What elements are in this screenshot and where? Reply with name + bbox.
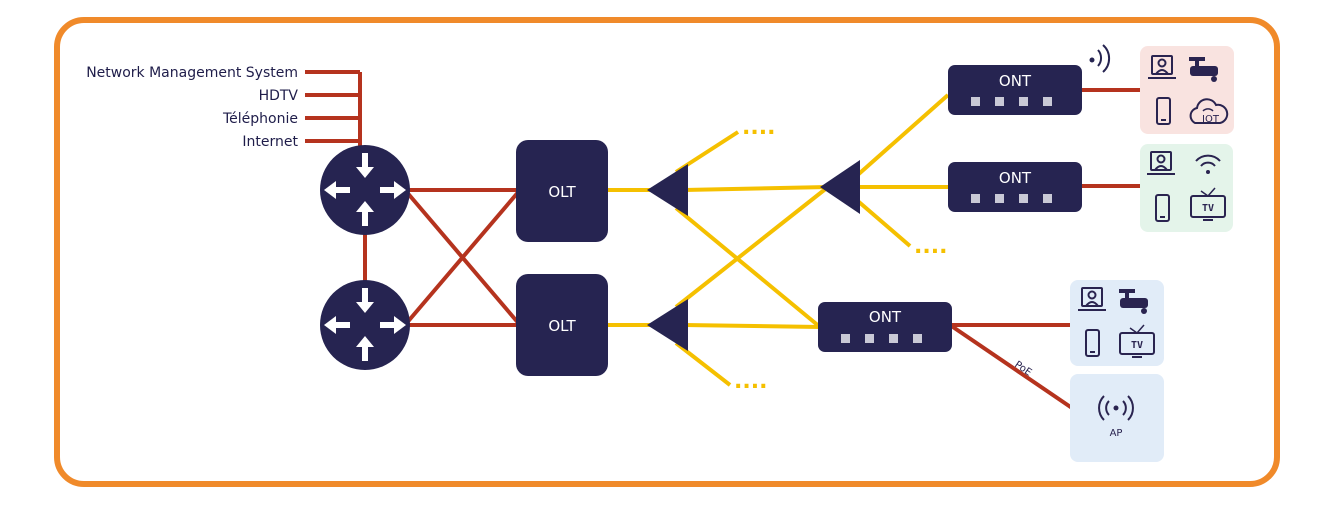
router-top (320, 145, 410, 235)
security-camera-icon (1119, 289, 1148, 314)
more-marker-2: .... (914, 234, 947, 259)
security-camera-icon (1189, 57, 1218, 82)
olt-bottom: OLT (516, 274, 608, 376)
videoconference-icon (1078, 287, 1106, 311)
fiber-links (606, 93, 950, 387)
tv-label: TV (1202, 203, 1214, 214)
olt-top-label: OLT (548, 183, 576, 201)
diagram-frame (54, 17, 1280, 487)
ap-label: AP (1110, 428, 1123, 439)
router-olt-links (403, 188, 522, 327)
wifi-signal-icon (1089, 44, 1111, 73)
splitter-secondary (820, 160, 860, 214)
ont-top-label: ONT (999, 72, 1032, 90)
more-marker-1: .... (742, 115, 775, 140)
ont-bottom: ONT (818, 302, 952, 352)
videoconference-icon (1148, 55, 1176, 79)
service-label-nms: Network Management System (86, 65, 298, 81)
ont-bottom-label: ONT (869, 308, 902, 326)
wifi-icon (1195, 154, 1221, 174)
access-point-panel: AP (1070, 374, 1164, 462)
device-panel-middle: TV (1140, 144, 1233, 232)
device-panel-bottom: TV (1070, 280, 1164, 366)
tv-label: TV (1131, 340, 1143, 351)
iot-label: IOT (1202, 114, 1220, 125)
splitter-olt-bottom (647, 299, 688, 351)
tv-icon: TV (1190, 187, 1226, 221)
service-label-internet: Internet (242, 134, 298, 150)
more-marker-3: .... (734, 369, 767, 394)
phone-icon (1156, 97, 1171, 125)
phone-icon (1085, 329, 1100, 357)
ont-device-links (948, 88, 1142, 410)
access-point-icon (1098, 395, 1134, 421)
device-panel-top: IOT (1140, 46, 1234, 134)
ont-top: ONT (948, 65, 1082, 115)
service-label-hdtv: HDTV (259, 88, 299, 104)
iot-cloud-icon: IOT (1189, 98, 1229, 125)
service-label-telephonie: Téléphonie (222, 111, 298, 127)
ont-middle-label: ONT (999, 169, 1032, 187)
phone-icon (1155, 194, 1170, 222)
splitter-olt-top (647, 164, 688, 216)
router-bottom (320, 280, 410, 370)
tv-icon: TV (1119, 324, 1155, 358)
olt-bottom-label: OLT (548, 317, 576, 335)
videoconference-icon (1147, 151, 1175, 175)
ont-middle: ONT (948, 162, 1082, 212)
olt-top: OLT (516, 140, 608, 242)
